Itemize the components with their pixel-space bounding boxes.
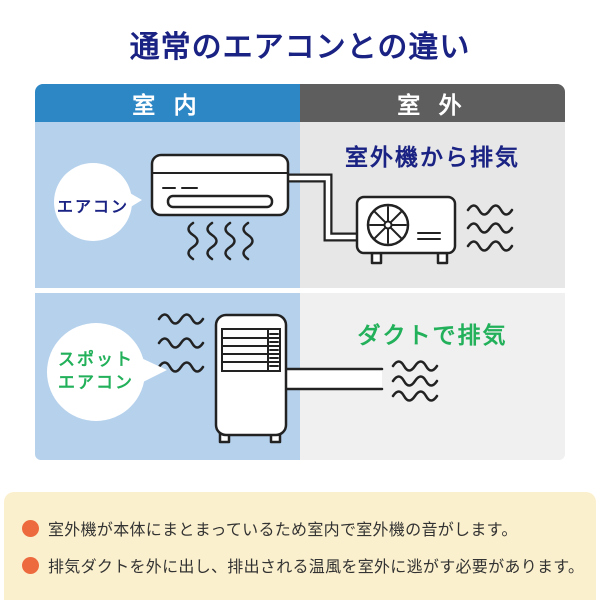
table-header-row: 室 内 室 外 — [35, 84, 565, 122]
orange-dot-icon — [22, 519, 39, 537]
spot-aircon-label-line1: スポット — [58, 350, 134, 369]
note-item: 排気ダクトを外に出し、排出される温風を室外に逃がす必要があります。 — [22, 553, 585, 577]
orange-dot-icon — [22, 556, 39, 574]
spot-aircon-label: スポット エアコン — [41, 348, 151, 394]
row-regular-aircon: エアコン 室外機から排気 — [35, 122, 565, 288]
header-indoor: 室 内 — [35, 84, 300, 122]
spot-aircon-label-line2: エアコン — [58, 373, 134, 392]
note-text: 排気ダクトを外に出し、排出される温風を室外に逃がす必要があります。 — [48, 559, 585, 576]
row-spot-aircon: スポット エアコン ダクトで排気 — [35, 293, 565, 460]
note-text: 室外機が本体にまとまっているため室内で室外機の音がします。 — [48, 522, 518, 539]
note-item: 室外機が本体にまとまっているため室内で室外機の音がします。 — [22, 516, 582, 540]
page-title: 通常のエアコンとの違い — [129, 31, 471, 64]
duct-exhaust-caption: ダクトで排気 — [357, 322, 508, 348]
header-outdoor: 室 外 — [300, 84, 565, 122]
footnotes-panel: 室外機が本体にまとまっているため室内で室外機の音がします。 排気ダクトを外に出し… — [4, 492, 596, 600]
comparison-table: 室 内 室 外 — [35, 84, 565, 460]
outdoor-exhaust-caption: 室外機から排気 — [345, 144, 520, 170]
aircon-label: エアコン — [56, 199, 129, 216]
